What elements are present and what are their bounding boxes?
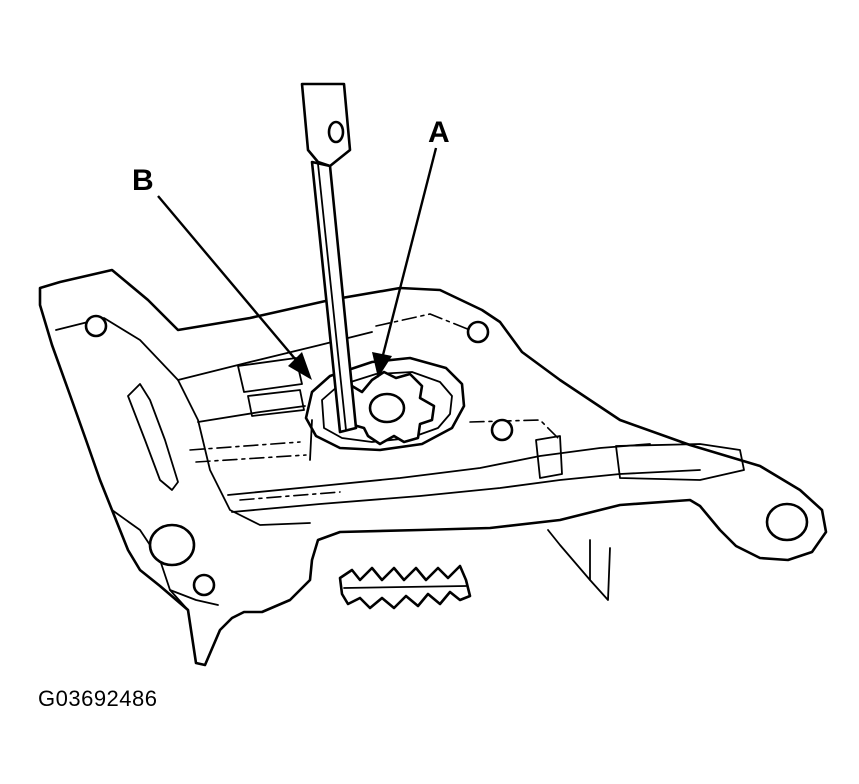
figure-code: G03692486 [38,686,158,711]
support-bracket [547,529,611,601]
callout-label-a: A [428,116,450,149]
pump-housing [38,268,828,667]
gauge-hole [327,120,345,144]
callout-b-leader [157,195,312,380]
rotor-center-hole [368,392,406,424]
bolt-hole [466,320,490,344]
inner-rotor [338,370,436,446]
feeler-gauge [300,82,358,461]
callout-label-b: B [132,164,154,197]
bolt-hole [148,523,196,567]
drive-gear [338,564,472,610]
bolt-hole [765,502,809,542]
bolt-hole [84,314,108,338]
bolt-hole [192,573,216,597]
callout-a-leader [372,147,438,378]
bolt-hole [490,418,514,442]
